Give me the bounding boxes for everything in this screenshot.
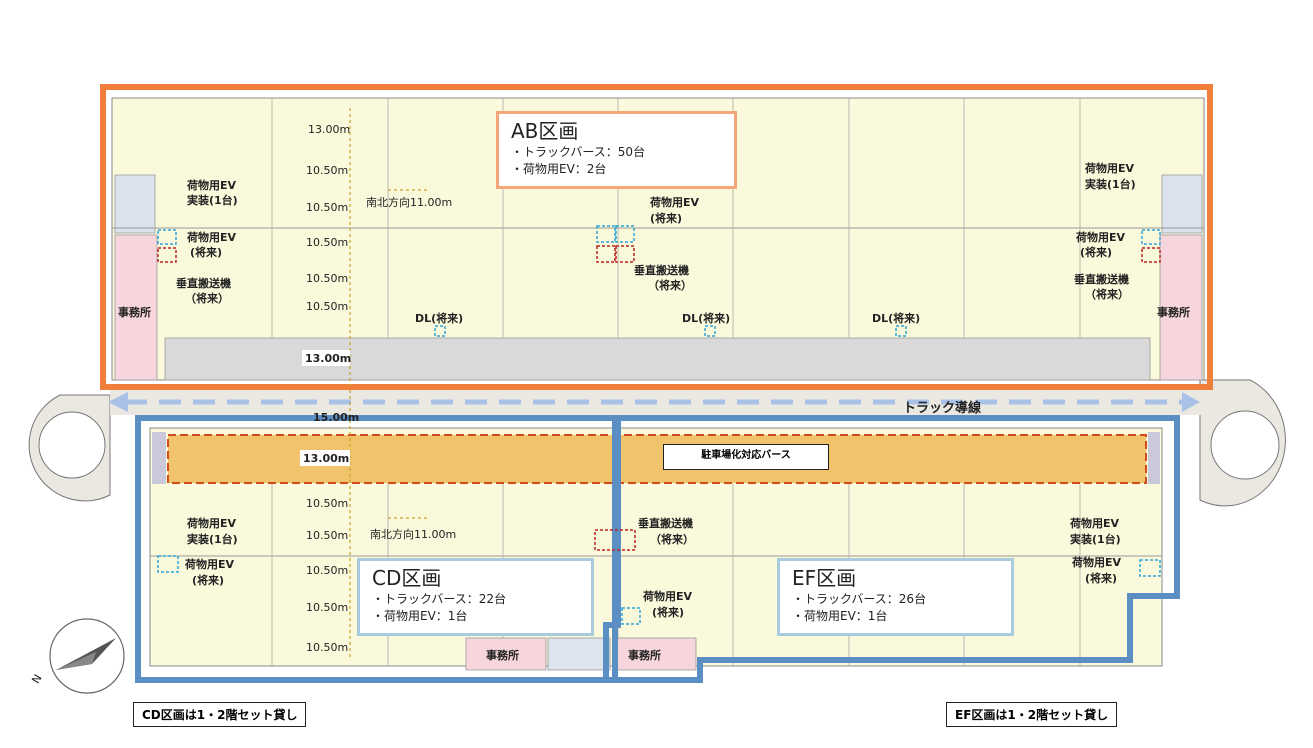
cd-truck-berth: ・トラックバース：22台 xyxy=(372,592,507,606)
ef-ev-count: ・荷物用EV：1台 xyxy=(792,609,888,623)
dim-label: 10.50m xyxy=(306,272,348,285)
ev-label: 荷物用EV xyxy=(642,589,693,603)
dim-label: 10.50m xyxy=(306,641,348,654)
dim-label: 10.50m xyxy=(306,497,348,510)
ev-installed-label: 実装(1台) xyxy=(187,532,238,546)
vertical-conveyor-label: 垂直搬送機 xyxy=(176,276,231,290)
ev-label: 荷物用EV xyxy=(1075,230,1126,244)
cd-ev-count: ・荷物用EV：1台 xyxy=(372,609,468,623)
cd-lease-note: CD区画は1・2階セット貸し xyxy=(133,702,307,727)
ns-direction-label: 南北方向11.00m xyxy=(366,195,452,209)
ab-ev-count: ・荷物用EV：2台 xyxy=(511,162,607,176)
dim-label: 13.00m xyxy=(305,352,351,365)
dim-label: 10.50m xyxy=(306,529,348,542)
office-label: 事務所 xyxy=(1157,305,1190,319)
equipment-markers xyxy=(157,225,1161,625)
future-label: (将来) xyxy=(192,573,224,587)
ns-direction-label: 南北方向11.00m xyxy=(370,527,456,541)
cd-zone-info: CD区画 ・トラックバース：22台 ・荷物用EV：1台 xyxy=(357,558,594,636)
office-label: 事務所 xyxy=(118,305,151,319)
future-label: (将来) xyxy=(1080,245,1112,259)
cd-zone-title: CD区画 xyxy=(372,566,442,590)
dim-label: 13.00m xyxy=(308,123,350,136)
dl-label: DL(将来) xyxy=(415,311,463,325)
truck-route-label: トラック導線 xyxy=(903,400,982,416)
ab-zone-outline xyxy=(100,84,1213,390)
future-label: (将来) xyxy=(190,245,222,259)
ev-label: 荷物用EV xyxy=(186,178,237,192)
right-ramp xyxy=(1199,379,1286,507)
dim-label: 10.50m xyxy=(306,601,348,614)
ab-zone-info: AB区画 ・トラックバース：50台 ・荷物用EV：2台 xyxy=(496,111,737,189)
office-label: 事務所 xyxy=(628,648,661,662)
future-label: （将来） xyxy=(185,291,229,305)
future-label: (将来) xyxy=(652,605,684,619)
compass: N xyxy=(29,618,125,694)
dim-label: 10.50m xyxy=(306,201,348,214)
truck-route-arrow-left xyxy=(108,392,128,412)
future-label: (将来) xyxy=(1085,571,1117,585)
office-label: 事務所 xyxy=(486,648,519,662)
ev-label: 荷物用EV xyxy=(186,516,237,530)
dl-label: DL(将来) xyxy=(872,311,920,325)
ev-label: 荷物用EV xyxy=(649,195,700,209)
truck-route-arrow-right xyxy=(1182,392,1200,412)
ef-zone-info: EF区画 ・トラックバース：26台 ・荷物用EV：1台 xyxy=(777,558,1014,636)
dim-label: 15.00m xyxy=(313,411,359,424)
ev-label: 荷物用EV xyxy=(186,230,237,244)
ev-label: 荷物用EV xyxy=(1071,555,1122,569)
dim-label: 10.50m xyxy=(306,300,348,313)
future-label: （将来） xyxy=(650,532,694,546)
dim-label: 10.50m xyxy=(306,564,348,577)
ev-installed-label: 実装(1台) xyxy=(1070,532,1121,546)
ev-label: 荷物用EV xyxy=(184,557,235,571)
future-label: （将来） xyxy=(1085,287,1129,301)
left-ramp xyxy=(28,394,111,502)
dim-label: 10.50m xyxy=(306,236,348,249)
ef-lease-note: EF区画は1・2階セット貸し xyxy=(946,702,1118,727)
ab-truck-berth: ・トラックバース：50台 xyxy=(511,145,646,159)
future-label: (将来) xyxy=(650,211,682,225)
dim-label: 10.50m xyxy=(306,164,348,177)
ev-label: 荷物用EV xyxy=(1069,516,1120,530)
dim-label: 13.00m xyxy=(303,452,349,465)
ev-label: 荷物用EV xyxy=(1084,161,1135,175)
ef-truck-berth: ・トラックバース：26台 xyxy=(792,592,927,606)
ev-installed-label: 実装(1台) xyxy=(1085,177,1136,191)
ef-zone-outline xyxy=(603,415,1180,683)
vertical-conveyor-label: 垂直搬送機 xyxy=(1074,272,1129,286)
future-label: （将来） xyxy=(648,278,692,292)
dl-label: DL(将来) xyxy=(682,311,730,325)
vertical-conveyor-label: 垂直搬送機 xyxy=(638,516,693,530)
parking-berth-label: 駐車場化対応バース xyxy=(663,444,829,470)
ev-installed-label: 実装(1台) xyxy=(187,193,238,207)
vertical-conveyor-label: 垂直搬送機 xyxy=(634,263,689,277)
ef-zone-title: EF区画 xyxy=(792,566,857,590)
north-label: N xyxy=(29,672,44,686)
ab-zone-title: AB区画 xyxy=(511,119,579,143)
